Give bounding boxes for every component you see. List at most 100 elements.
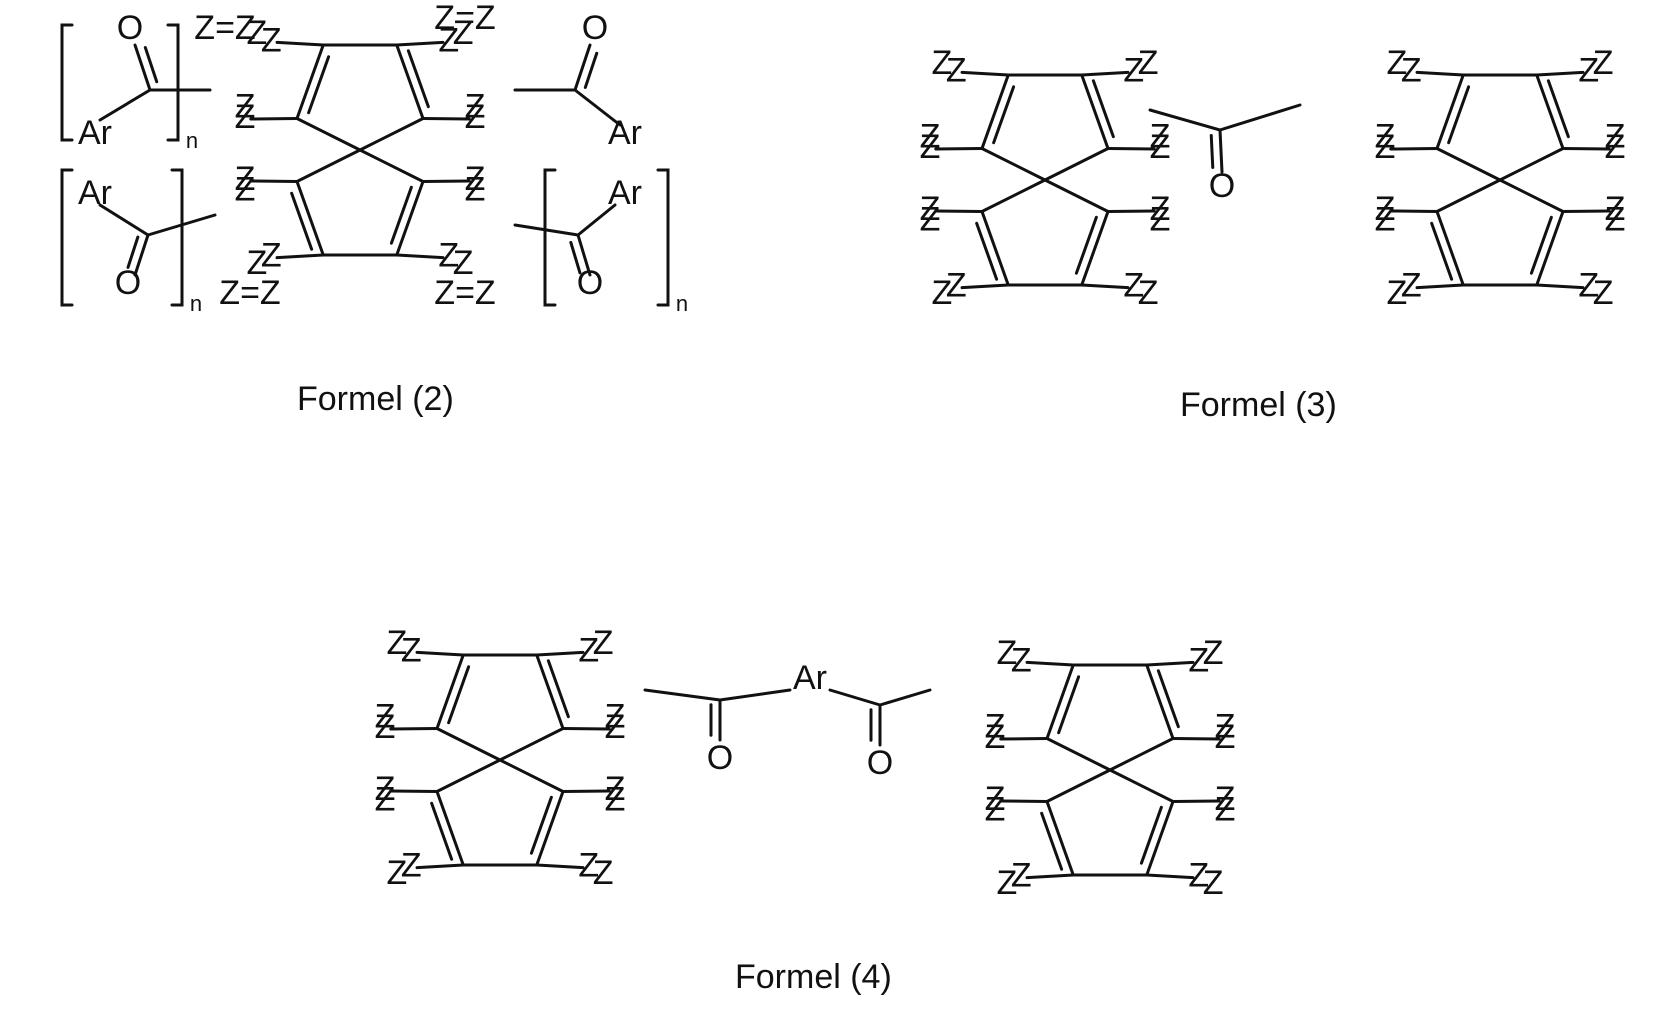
f4-right-ring-ur-z-atom: Z <box>1203 634 1224 672</box>
f3-left-ring-ur-bond <box>1082 72 1128 75</box>
f2-carbonyl-bond <box>128 237 138 267</box>
f4-left-ring-ll-bond <box>417 865 463 868</box>
f2-spiro-bond <box>360 150 423 182</box>
f4-acyl-bond <box>830 690 880 705</box>
f4-oxygen: O <box>707 739 733 777</box>
f4-right-ring-ul-bond <box>1001 739 1047 740</box>
f2-repeat-index: n <box>186 128 198 153</box>
f2-ring-ul-bond <box>277 42 323 45</box>
formel-2-caption: Formel (2) <box>297 380 454 419</box>
f2-ring-bond <box>408 51 428 107</box>
f4-right-ring-ll-bond <box>1001 801 1047 802</box>
f3-right-ring-bond <box>1432 223 1452 279</box>
f3-right-ring-ul-z-atom: Z <box>1386 44 1407 82</box>
f4-left-spiro-bond <box>437 760 500 792</box>
f3-right-ring-lr-z-atom: Z <box>1605 190 1626 228</box>
f4-right-ring-lr-bond <box>1147 875 1193 878</box>
f4-right-ring-ll-z-atom: Z <box>996 864 1017 902</box>
f3-left-ring-ur-z-atom: Z <box>1138 44 1159 82</box>
f4-left-spiro-bond <box>500 729 563 761</box>
f3-left-ring-ll-z-atom: Z <box>931 274 952 312</box>
f3-right-ring-ur-z-atom: Z <box>1605 128 1626 166</box>
f4-left-ring-lr-z-atom: Z <box>605 770 626 808</box>
f3-oxygen: O <box>1209 167 1235 205</box>
f2-oxygen: O <box>582 9 608 47</box>
f4-left-ring-ur-z-atom: Z <box>605 708 626 746</box>
f4-left-ring-bond <box>432 803 452 859</box>
f4-right-ring-ur-z-atom: Z <box>1215 718 1236 756</box>
f2-z-atom: Z=Z <box>194 9 255 47</box>
f2-repeat-index: n <box>676 291 688 316</box>
f3-left-ring-ul-z-atom: Z <box>931 44 952 82</box>
f2-ring-ur-bond <box>397 42 443 45</box>
f4-right-ring-ur-bond <box>1173 739 1219 740</box>
f3-right-ring-ur-bond <box>1563 149 1609 150</box>
f3-right-ring-bond <box>1531 217 1551 273</box>
f4-left-ring-ul-bond <box>391 729 437 730</box>
f2-bracket <box>545 170 555 305</box>
f4-left-ring-lr-bond <box>563 791 609 792</box>
f2-bracket <box>62 170 72 305</box>
f3-acyl-bond <box>1220 105 1300 130</box>
f3-left-spiro-bond <box>982 149 1045 181</box>
f2-z-atom: Z=Z <box>434 0 495 37</box>
f3-right-ring-ll-z-atom: Z <box>1375 190 1396 228</box>
f3-right-spiro-bond <box>1500 149 1563 181</box>
f4-right-ring-lr-z-atom: Z <box>1203 864 1224 902</box>
f4-left-spiro-bond <box>437 729 500 761</box>
f4-right-spiro-bond <box>1110 739 1173 771</box>
f3-right-ring-ul-bond <box>1417 72 1463 75</box>
f3-right-ring-ll-bond <box>1417 285 1463 288</box>
f2-z-atom: Z=Z <box>434 274 495 312</box>
f2-z-atom: Z=Z <box>219 274 280 312</box>
formel-4-caption: Formel (4) <box>735 958 892 997</box>
f4-right-ring-bond <box>1059 677 1079 733</box>
f2-aryl-group: Ar <box>608 114 642 152</box>
f3-right-ring-lr-z-atom: Z <box>1593 274 1614 312</box>
formel-3-caption: Formel (3) <box>1180 386 1337 425</box>
f4-right-ring-ul-bond <box>1027 662 1073 665</box>
f3-right-ring-ur-z-atom: Z <box>1593 44 1614 82</box>
f3-left-ring-bond <box>1093 81 1113 137</box>
f3-left-ring-bond <box>994 87 1014 143</box>
f3-right-ring-lr-bond <box>1537 285 1583 288</box>
f4-oxygen: O <box>867 744 893 782</box>
f2-oxygen: O <box>115 264 141 302</box>
f2-ring-bond <box>391 187 411 243</box>
f2-bracket <box>172 170 182 305</box>
f4-left-ring-ul-z-atom: Z <box>386 624 407 662</box>
f4-left-ring-ll-z-atom: Z <box>386 854 407 892</box>
f3-left-ring-ur-bond <box>1108 149 1154 150</box>
f3-left-ring-ul-bond <box>936 149 982 150</box>
f4-left-ring-lr-z-atom: Z <box>593 854 614 892</box>
f4-right-spiro-bond <box>1110 770 1173 802</box>
f3-left-ring-ul-z-atom: Z <box>920 128 941 166</box>
f4-aryl-group: Ar <box>793 659 827 697</box>
f2-ring-bond <box>309 57 329 113</box>
f2-aryl-group: Ar <box>78 174 112 212</box>
f3-right-ring-lr-bond <box>1563 211 1609 212</box>
f3-right-spiro-bond <box>1500 180 1563 212</box>
f4-left-spiro-bond <box>500 760 563 792</box>
f4-left-ring-ur-z-atom: Z <box>593 624 614 662</box>
f4-acyl-bond <box>720 690 790 700</box>
f3-left-ring-ur-z-atom: Z <box>1150 128 1171 166</box>
f4-right-ring-ll-z-atom: Z <box>985 780 1006 818</box>
f4-left-ring-ur-bond <box>537 652 583 655</box>
f2-oxygen: O <box>577 264 603 302</box>
f3-right-ring-ll-z-atom: Z <box>1386 274 1407 312</box>
f4-acyl-bond <box>880 690 930 705</box>
f2-aryl-group: Ar <box>608 174 642 212</box>
f4-right-spiro-bond <box>1047 770 1110 802</box>
f3-right-spiro-bond <box>1437 180 1500 212</box>
f2-oxygen: O <box>117 9 143 47</box>
f3-left-spiro-bond <box>1045 180 1108 212</box>
f2-aryl-group: Ar <box>78 114 112 152</box>
f3-left-ring-ll-bond <box>962 285 1008 288</box>
f4-right-ring-bond <box>1141 807 1161 863</box>
f4-right-ring-ur-bond <box>1147 662 1193 665</box>
f2-ring-ul-bond <box>251 119 297 120</box>
f3-left-ring-bond <box>1076 217 1096 273</box>
f4-right-ring-ul-z-atom: Z <box>996 634 1017 672</box>
